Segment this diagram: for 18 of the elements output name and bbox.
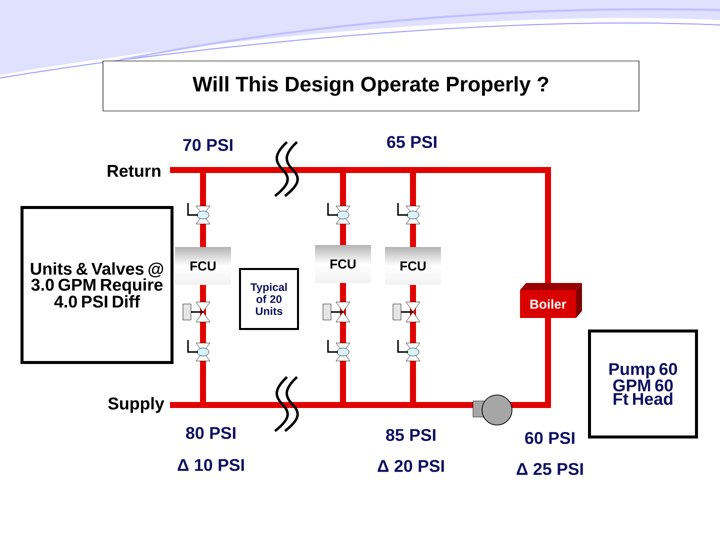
pressure-label: Return [108, 165, 160, 177]
pressure-label: 70 PSI [183, 138, 232, 152]
pressure-label: 65 PSI [387, 136, 436, 148]
note-box: Typical of 20 Units [239, 268, 299, 330]
note-box: Pump 60 GPM 60 Ft Head [588, 330, 698, 438]
fcu-box: FCU [385, 247, 441, 285]
pressure-label: Δ 10 PSI [178, 458, 244, 472]
pressure-label: 80 PSI [186, 426, 236, 440]
boiler-box: Boiler [520, 283, 582, 318]
fcu-box: FCU [175, 247, 231, 285]
pressure-label: Supply [108, 397, 164, 413]
pressure-label: 85 PSI [386, 428, 436, 442]
fcu-box: FCU [315, 245, 371, 283]
title-box: Will This Design Operate Properly ? [102, 60, 640, 112]
note-box: Units & Valves @ 3.0 GPM Require 4.0 PSI Diff [20, 206, 174, 364]
pressure-label: 60 PSI [525, 432, 574, 444]
pressure-label: Δ 25 PSI [516, 462, 583, 476]
pressure-label: Δ 20 PSI [378, 460, 444, 472]
